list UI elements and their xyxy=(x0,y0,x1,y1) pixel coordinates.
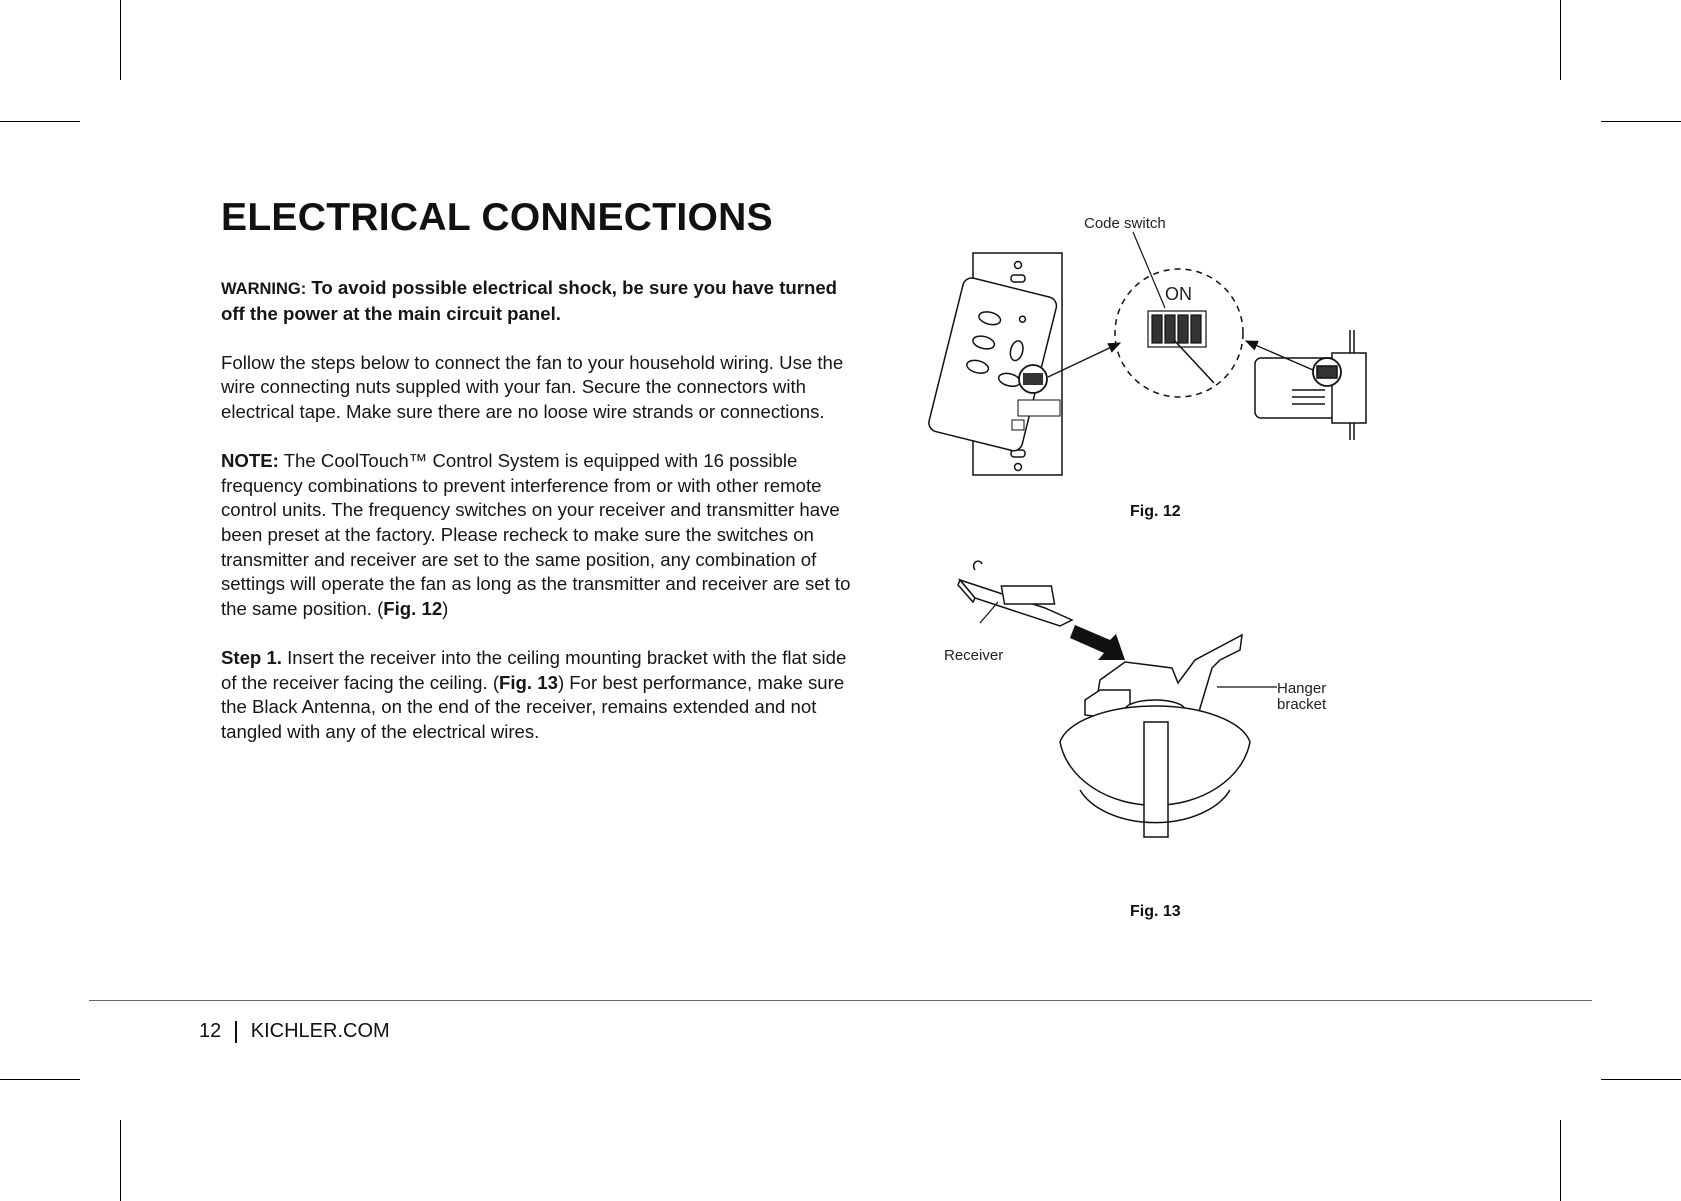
crop-mark xyxy=(0,1079,80,1080)
footer-rule xyxy=(89,1000,1592,1001)
callout-receiver: Receiver xyxy=(944,647,1003,664)
step1-text-b: ) For best performance, make sure the Bl… xyxy=(221,671,845,742)
code-switch-detail xyxy=(1147,310,1207,348)
warning-text: To avoid possible electrical shock, be s… xyxy=(221,277,838,324)
intro-paragraph: Follow the steps below to connect the fa… xyxy=(221,351,844,422)
note-paragraph: NOTE: The CoolTouch™ Control System is e… xyxy=(221,449,851,621)
note-text: The CoolTouch™ Control System is equippe… xyxy=(221,450,851,619)
crop-mark xyxy=(1601,121,1681,122)
step1-text-a: Insert the receiver into the ceiling mou… xyxy=(221,646,847,693)
canopy xyxy=(1059,705,1251,838)
body-text: WARNING: To avoid possible electrical sh… xyxy=(221,276,851,769)
callout-hanger-1: Hanger xyxy=(1277,680,1326,697)
callout-code-switch: Code switch xyxy=(1084,215,1166,232)
site-link[interactable]: KICHLER.COM xyxy=(250,1020,390,1042)
insert-arrow xyxy=(1070,625,1125,660)
footer-separator xyxy=(235,1020,237,1043)
crop-mark xyxy=(1601,1079,1681,1080)
callout-on: ON xyxy=(1165,284,1192,304)
crop-mark xyxy=(120,0,121,80)
page-number: 12 xyxy=(199,1020,222,1042)
step1-label: Step 1. xyxy=(221,646,282,668)
fig13-illustration: Receiver Hanger bracket xyxy=(944,560,1327,838)
crop-mark xyxy=(1560,0,1561,80)
crop-mark xyxy=(0,121,80,122)
callout-hanger-2: bracket xyxy=(1277,696,1327,713)
fig12-illustration: Code switch ON xyxy=(928,215,1367,476)
transmitter-code-switch xyxy=(1023,373,1043,385)
crop-mark xyxy=(120,1120,121,1201)
step1-paragraph: Step 1. Insert the receiver into the cei… xyxy=(221,646,851,744)
receiver-unit xyxy=(1254,330,1367,440)
crop-mark xyxy=(1560,1120,1561,1201)
zoom-circle xyxy=(1114,268,1244,398)
warning-label: WARNING: xyxy=(221,280,307,298)
warning-paragraph: WARNING: To avoid possible electrical sh… xyxy=(221,276,851,326)
fig13-caption: Fig. 13 xyxy=(1130,903,1181,920)
footer: 12 KICHLER.COM xyxy=(199,1020,390,1043)
fig12-caption: Fig. 12 xyxy=(1130,503,1181,520)
page-title: ELECTRICAL CONNECTIONS xyxy=(221,196,773,239)
note-label: NOTE: xyxy=(221,450,279,472)
fig12-reference: Fig. 12 xyxy=(383,597,443,619)
fig13-reference: Fig. 13 xyxy=(499,671,558,693)
note-end: ) xyxy=(442,597,449,619)
receiver-module xyxy=(957,560,1074,627)
